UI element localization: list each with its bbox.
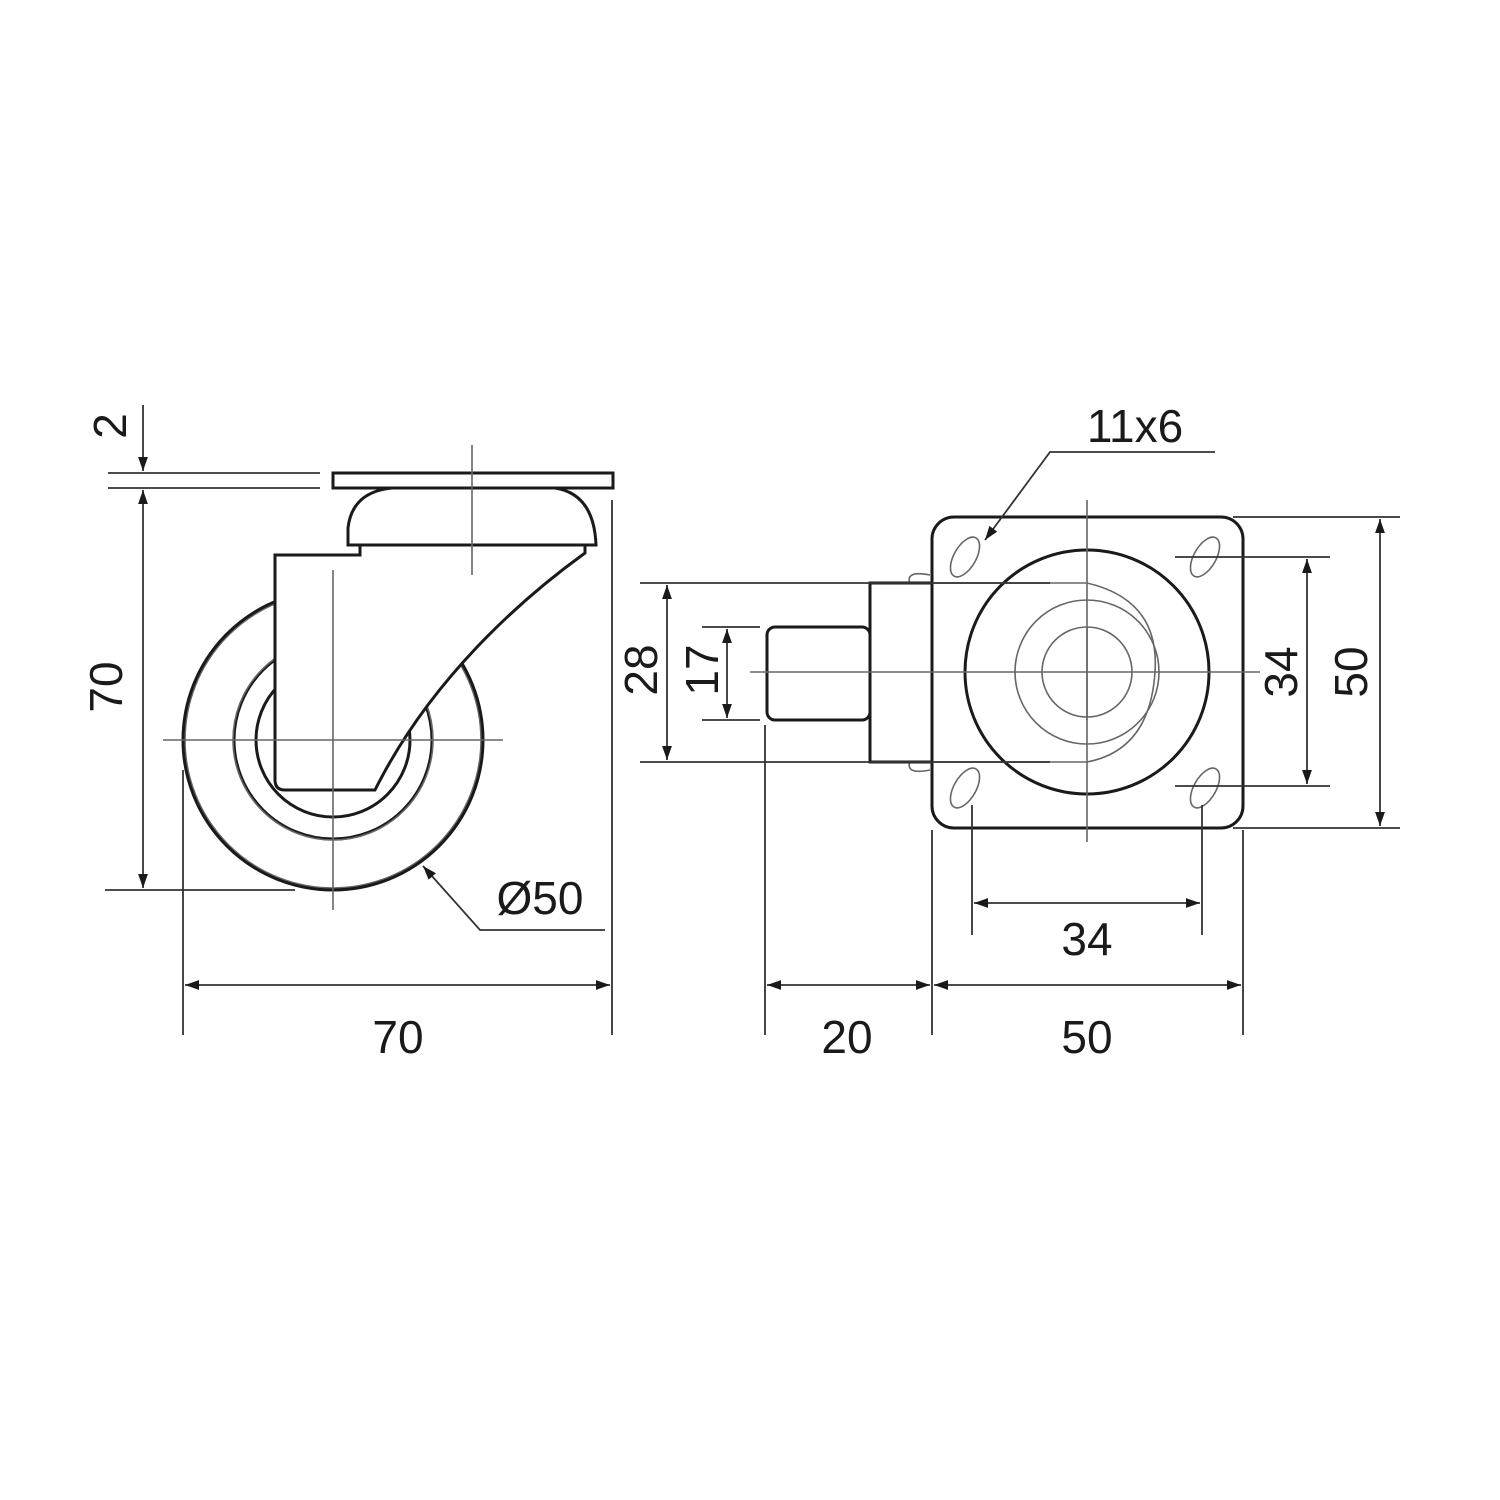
dim-label-hole-spacing-horizontal: 34 [1061, 913, 1112, 965]
mount-hole [1189, 536, 1221, 578]
diameter-leader [422, 865, 605, 931]
mount-hole [1189, 767, 1221, 809]
dim-label-plate-width: 50 [1061, 1011, 1112, 1063]
dim-label-stem-inner: 17 [676, 644, 728, 695]
mount-hole [949, 767, 981, 809]
fork [273, 543, 587, 792]
dim-label-hole-size: 11x6 [1087, 400, 1183, 452]
dim-label-hole-spacing-vertical: 34 [1255, 646, 1307, 697]
dim-label-stem-outer: 28 [615, 644, 667, 695]
top-view: 11x6 28 17 34 50 34 20 50 [615, 400, 1400, 1063]
dim-label-plate-height: 50 [1325, 646, 1377, 697]
dim-label-diameter: Ø50 [497, 872, 584, 924]
dim-label-height: 70 [80, 661, 132, 712]
dim-label-offset: 20 [821, 1011, 872, 1063]
dim-label-plate-thickness: 2 [84, 413, 136, 439]
top-plate [331, 471, 615, 490]
hole-leader [984, 451, 1215, 541]
dim-label-width: 70 [372, 1011, 423, 1063]
mount-hole [949, 536, 981, 578]
stem [765, 625, 872, 722]
side-view: 2 70 Ø50 70 [80, 405, 615, 1063]
